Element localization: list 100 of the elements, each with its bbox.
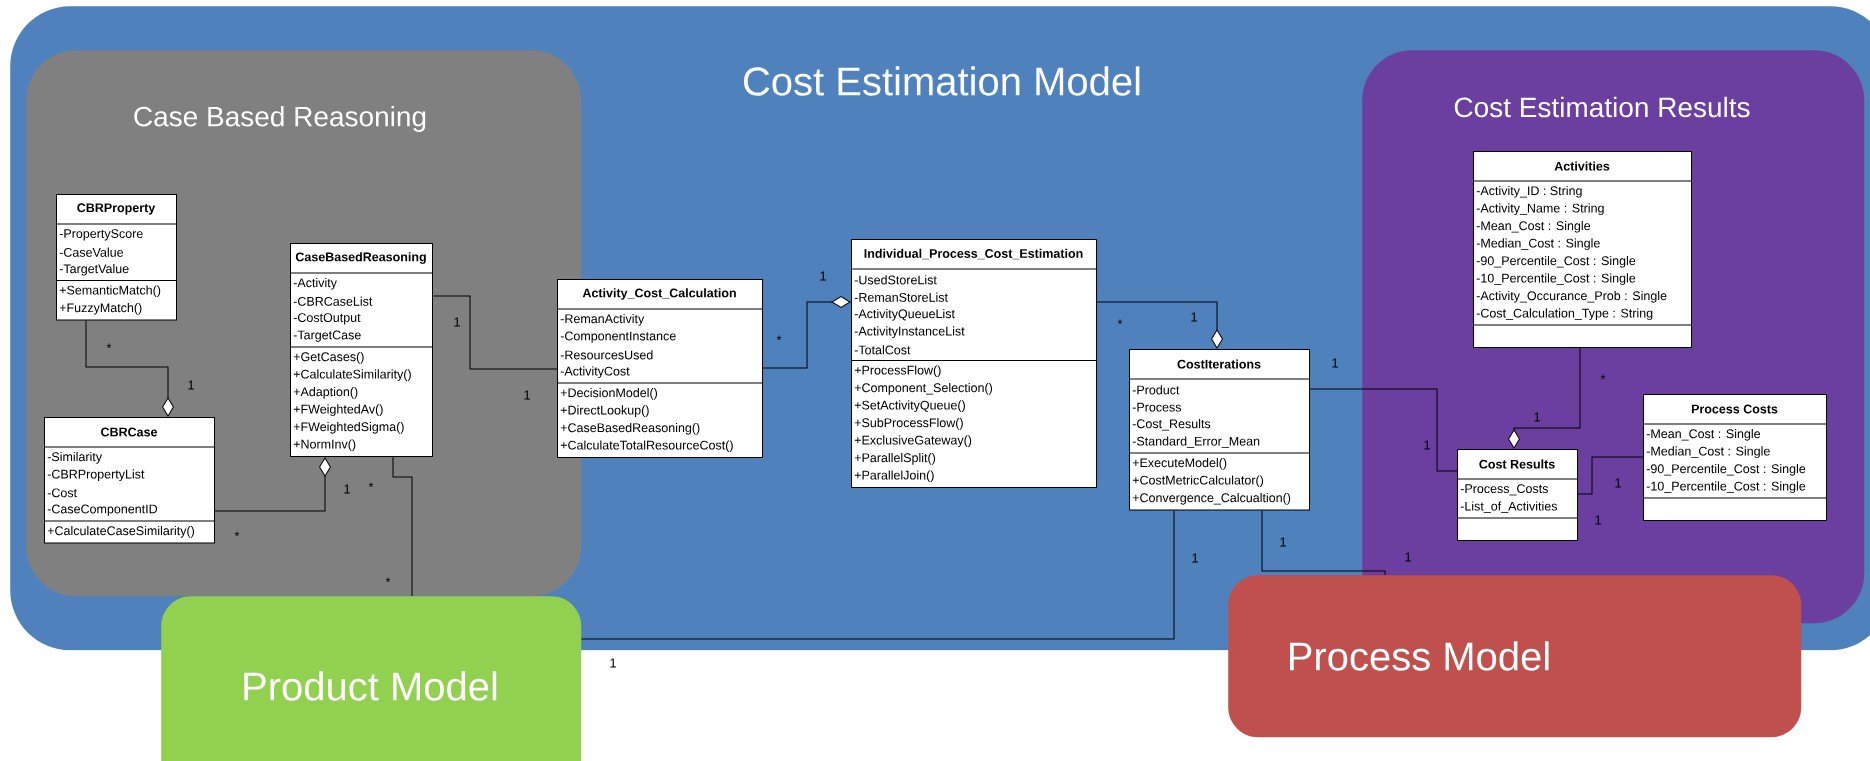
attribute-text: -RemanStoreList: [854, 292, 948, 302]
class-name: Activity_Cost_Calculation: [582, 288, 736, 300]
panel-title: Cost Estimation Results: [1454, 96, 1750, 118]
multiplicity-label: 1: [1191, 312, 1197, 322]
attribute-text: -CBRCaseList: [293, 296, 373, 306]
attribute-text: -TargetValue: [59, 263, 129, 276]
multiplicity-label: 1: [1405, 552, 1411, 562]
attribute-text: -90_Percentile_Cost : Single: [1646, 463, 1806, 476]
attribute-text: -90_Percentile_Cost : Single: [1476, 255, 1636, 268]
method-text: +SemanticMatch(): [59, 285, 161, 298]
connector-line: [214, 457, 331, 512]
method-text: +CalculateCaseSimilarity(): [47, 525, 194, 538]
multiplicity-label: 1: [524, 390, 530, 400]
method-text: +CaseBasedReasoning(): [560, 422, 700, 435]
attribute-text: -ActivityQueueList: [854, 308, 955, 321]
multiplicity-label: 1: [1595, 515, 1601, 525]
class-name: CostIterations: [1177, 359, 1261, 369]
attribute-text: -CBRPropertyList: [47, 469, 145, 482]
multiplicity-label: 1: [344, 484, 350, 494]
attribute-text: -Mean_Cost : Single: [1476, 220, 1591, 233]
multiplicity-label: 1: [454, 317, 460, 327]
attribute-text: -10_Percentile_Cost : Single: [1646, 481, 1806, 494]
method-text: +ExclusiveGateway(): [854, 435, 972, 448]
method-text: +ProcessFlow(): [854, 365, 941, 378]
panel-title: Case Based Reasoning: [134, 105, 426, 133]
multiplicity-label: 1: [1424, 440, 1430, 450]
method-text: +ParallelSplit(): [854, 452, 936, 465]
method-text: +NormInv(): [293, 439, 356, 452]
method-text: +SetActivityQueue(): [854, 400, 965, 413]
connector-line: [392, 456, 413, 597]
attribute-text: -TotalCost: [854, 345, 911, 355]
attribute-text: -ActivityCost: [560, 366, 630, 379]
attribute-text: -Product: [1132, 385, 1180, 395]
multiplicity-label: 1: [188, 380, 194, 390]
attribute-text: -Activity_Name : String: [1476, 203, 1604, 215]
panel-title: Product Model: [244, 671, 497, 701]
attribute-text: -CostOutput: [293, 313, 361, 325]
multiplicity-label: *: [106, 343, 112, 349]
method-text: +Adaption(): [293, 386, 358, 399]
attribute-text: -PropertyScore: [59, 229, 143, 241]
connector-line: [432, 295, 558, 370]
multiplicity-label: 1: [1615, 478, 1621, 488]
method-text: +SubProcessFlow(): [854, 418, 963, 430]
multiplicity-label: 1: [1192, 553, 1198, 563]
attribute-text: -Process: [1132, 402, 1182, 412]
attribute-text: -Median_Cost : Single: [1476, 238, 1600, 251]
method-text: +FuzzyMatch(): [59, 302, 142, 315]
multiplicity-label: *: [1600, 374, 1606, 380]
attribute-text: -UsedStoreList: [854, 275, 937, 285]
method-text: +DirectLookup(): [560, 405, 649, 418]
attribute-text: -Cost: [47, 488, 77, 498]
attribute-text: -List_of_Activities: [1460, 501, 1557, 513]
attribute-text: -Activity_Occurance_Prob : Single: [1476, 290, 1667, 303]
multiplicity-label: 1: [610, 658, 616, 668]
attribute-text: -Mean_Cost : Single: [1646, 428, 1761, 441]
connector-line: [1508, 347, 1581, 449]
method-text: +CalculateSimilarity(): [293, 369, 411, 382]
multiplicity-label: 1: [1332, 358, 1338, 368]
method-text: +ExecuteModel(): [1132, 458, 1227, 470]
class-name: Cost Results: [1479, 459, 1555, 469]
multiplicity-label: 1: [1280, 537, 1286, 547]
method-text: +CalculateTotalResourceCost(): [560, 440, 733, 453]
connector-line: [1309, 388, 1458, 472]
method-text: +FWeightedSigma(): [293, 421, 404, 434]
class-name: Process Costs: [1691, 404, 1778, 414]
attribute-text: -CaseValue: [59, 247, 124, 257]
connector-line: [1577, 456, 1644, 495]
class-name: CBRProperty: [77, 203, 156, 215]
panel-title: Process Model: [1290, 641, 1549, 671]
attribute-text: -Cost_Results: [1132, 419, 1211, 431]
attribute-text: -ActivityInstanceList: [854, 326, 965, 339]
attribute-text: -Standard_Error_Mean: [1132, 436, 1260, 448]
class-name: CBRCase: [101, 427, 158, 437]
multiplicity-label: *: [385, 577, 391, 583]
connector-line: [1261, 510, 1386, 576]
attribute-text: -Process_Costs: [1460, 484, 1548, 496]
connector-line: [762, 296, 851, 369]
attribute-text: -TargetCase: [293, 330, 361, 342]
connector-line: [1096, 301, 1223, 349]
method-text: +GetCases(): [293, 352, 364, 364]
connector-line: [85, 320, 174, 417]
method-text: +Component_Selection(): [854, 382, 993, 395]
attribute-text: -10_Percentile_Cost : Single: [1476, 273, 1636, 285]
attribute-text: -Activity: [293, 277, 337, 290]
method-text: +ParallelJoin(): [854, 470, 934, 483]
multiplicity-label: *: [776, 335, 782, 341]
multiplicity-label: 1: [1534, 412, 1540, 422]
method-text: +DecisionModel(): [560, 388, 657, 400]
connector-line: [580, 510, 1175, 640]
method-text: +CostMetricCalculator(): [1132, 475, 1264, 488]
attribute-text: -Activity_ID : String: [1476, 185, 1582, 198]
multiplicity-label: *: [368, 482, 374, 488]
method-text: +Convergence_Calcualtion(): [1132, 492, 1291, 505]
attribute-text: -Median_Cost : Single: [1646, 446, 1770, 459]
multiplicity-label: *: [234, 531, 240, 537]
attribute-text: -CaseComponentID: [47, 504, 158, 516]
attribute-text: -RemanActivity: [560, 313, 645, 326]
multiplicity-label: 1: [820, 271, 826, 281]
method-text: +FWeightedAv(): [293, 404, 383, 417]
attribute-text: -ResourcesUsed: [560, 350, 653, 360]
